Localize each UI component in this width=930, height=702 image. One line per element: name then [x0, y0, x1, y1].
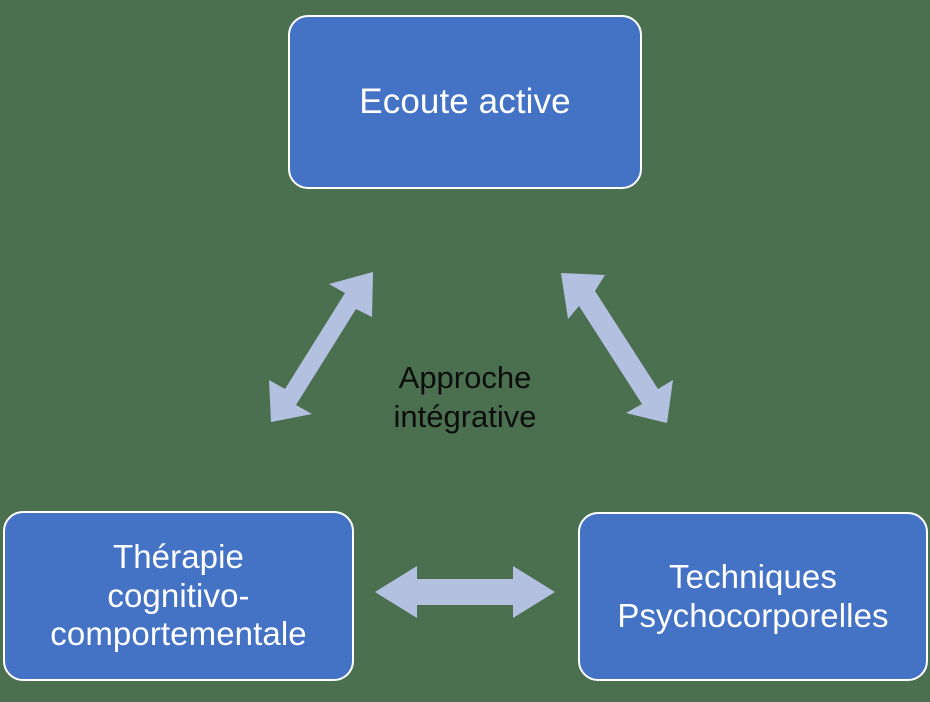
double-arrow-horizontal-shape: [375, 566, 555, 618]
node-label-techniques-psychocorporelles: Techniques Psychocorporelles: [617, 557, 889, 634]
center-caption: Approche intégrative: [393, 360, 537, 435]
node-ecoute-active[interactable]: Ecoute active: [288, 15, 642, 189]
double-arrow-left-icon: [269, 272, 373, 422]
node-label-ecoute-active: Ecoute active: [359, 82, 571, 122]
double-arrow-horizontal-icon: [375, 566, 555, 618]
node-therapie-cognitivo-comportementale[interactable]: Thérapie cognitivo- comportementale: [3, 511, 354, 681]
double-arrow-left-shape: [269, 272, 373, 422]
double-arrow-right-icon: [561, 273, 673, 423]
double-arrow-right-shape: [561, 273, 673, 423]
node-label-therapie-cognitivo-comportementale: Thérapie cognitivo- comportementale: [50, 537, 307, 653]
node-techniques-psychocorporelles[interactable]: Techniques Psychocorporelles: [578, 512, 928, 681]
